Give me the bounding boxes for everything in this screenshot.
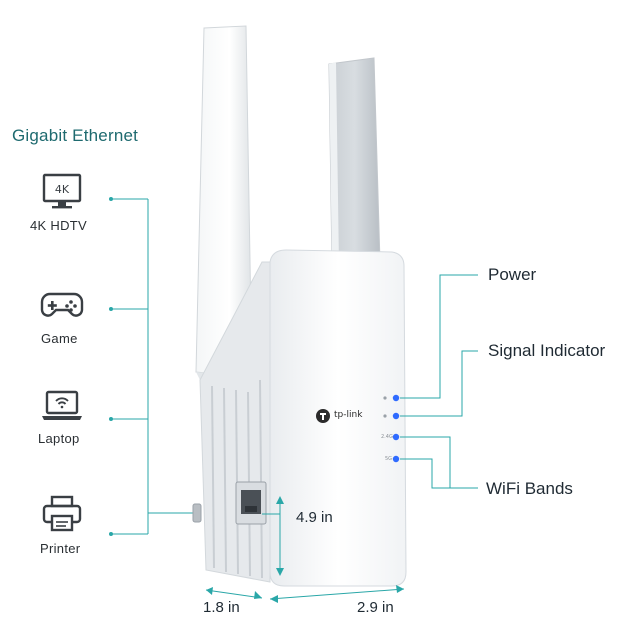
dimension-width: 2.9 in <box>357 599 394 616</box>
device-label-laptop: Laptop <box>38 431 80 446</box>
dimension-depth: 1.8 in <box>203 599 240 616</box>
callout-wifi-bands: WiFi Bands <box>486 479 573 498</box>
section-heading: Gigabit Ethernet <box>12 126 139 145</box>
device-label-tv: 4K HDTV <box>30 218 88 233</box>
led-column <box>392 394 400 463</box>
device-label-game: Game <box>41 331 78 346</box>
brand-logo-text: tp-link <box>334 410 363 420</box>
rear-antenna <box>328 57 381 267</box>
led-label-5g: 5G <box>385 456 393 462</box>
callout-power: Power <box>488 265 537 284</box>
device-label-printer: Printer <box>40 541 81 556</box>
callout-signal-indicator: Signal Indicator <box>488 341 606 360</box>
laptop-wifi-icon <box>40 386 84 426</box>
gamepad-icon <box>40 284 84 324</box>
led-label-2g: 2.4G <box>381 434 393 440</box>
device-front-face <box>269 249 407 587</box>
side-casing <box>192 261 271 583</box>
callout-lines <box>400 274 478 489</box>
dimension-lines <box>205 500 405 600</box>
dimension-height: 4.9 in <box>296 509 333 526</box>
tv-4k-icon: 4K <box>40 172 84 212</box>
tv-badge: 4K <box>55 183 70 196</box>
device-connector-lines <box>112 198 195 535</box>
printer-icon <box>40 494 84 534</box>
